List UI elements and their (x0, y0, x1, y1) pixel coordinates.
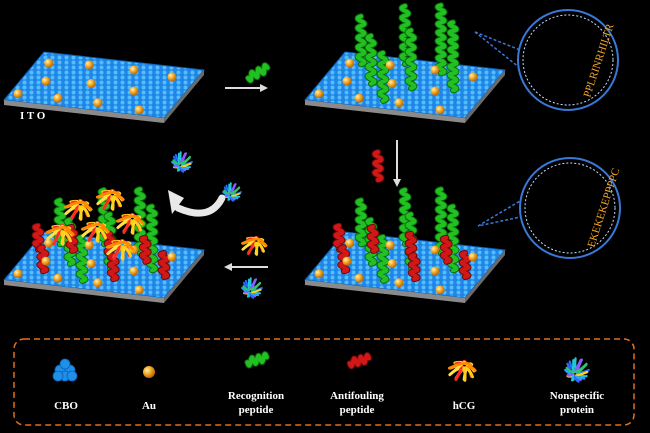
au-nanoparticle (468, 72, 478, 82)
au-nanoparticle (468, 252, 478, 262)
au-icon (143, 366, 155, 378)
legend-label-hcg: hCG (453, 400, 476, 412)
au-nanoparticle (93, 98, 103, 108)
hcg-protein (105, 238, 135, 261)
au-nanoparticle (314, 89, 324, 99)
au-nanoparticle (41, 76, 51, 86)
antifouling-peptide (407, 252, 421, 283)
au-nanoparticle (129, 65, 139, 75)
antifouling-peptide (157, 250, 171, 280)
au-nanoparticle (314, 269, 324, 279)
antifouling-peptide-icon (346, 352, 372, 370)
au-nanoparticle (13, 269, 23, 279)
cbo-icon (52, 358, 78, 382)
arrow-right (225, 84, 268, 92)
au-nanoparticle (44, 238, 54, 248)
nonspecific-protein (171, 151, 193, 173)
antifouling-peptide (366, 223, 380, 254)
recognition-peptide (434, 2, 448, 77)
recognition-peptide (354, 13, 368, 68)
recognition-peptide-icon (244, 351, 270, 369)
au-nanoparticle (44, 58, 54, 68)
au-nanoparticle (342, 256, 352, 266)
curved-arrow (168, 190, 226, 217)
free-antifouling-peptide (371, 149, 385, 183)
au-nanoparticle (430, 65, 440, 75)
legend-label-recognition-2: peptide (239, 404, 274, 416)
recognition-peptide (364, 32, 378, 87)
legend-label-cbo: CBO (54, 400, 78, 412)
au-nanoparticle (387, 259, 397, 269)
au-nanoparticle (435, 105, 445, 115)
arrow-left (224, 263, 268, 271)
au-nanoparticle (86, 259, 96, 269)
legend-label-au: Au (142, 400, 156, 412)
au-nanoparticle (53, 273, 63, 283)
au-nanoparticle (84, 240, 94, 250)
au-nanoparticle (129, 86, 139, 96)
au-nanoparticle (394, 98, 404, 108)
legend-box (13, 338, 635, 426)
free-recognition-peptide (245, 62, 271, 84)
callout-antifouling (477, 157, 621, 259)
au-nanoparticle (354, 93, 364, 103)
au-nanoparticle (345, 58, 355, 68)
hcg-protein (80, 220, 110, 243)
recognition-peptide (75, 233, 89, 284)
au-nanoparticle (53, 93, 63, 103)
au-nanoparticle (435, 285, 445, 295)
hcg-protein (95, 188, 125, 211)
au-nanoparticle (129, 266, 139, 276)
recognition-peptide (398, 3, 412, 67)
hcg-protein (63, 198, 93, 221)
au-nanoparticle (430, 86, 440, 96)
nonspecific-protein (241, 277, 263, 299)
legend-label-antifouling: Antifouling (330, 390, 384, 402)
au-nanoparticle (385, 240, 395, 250)
recognition-peptide (376, 49, 390, 104)
arrow-down (393, 140, 401, 187)
au-nanoparticle (387, 79, 397, 89)
au-nanoparticle (134, 105, 144, 115)
legend-label-nonspecific-2: protein (560, 404, 594, 416)
legend-label-nonspecific: Nonspecific (550, 390, 605, 402)
au-nanoparticle (345, 238, 355, 248)
au-nanoparticle (41, 256, 51, 266)
au-nanoparticle (167, 252, 177, 262)
antifouling-peptide (65, 223, 79, 254)
recognition-peptide (446, 19, 460, 94)
recognition-peptide (376, 233, 390, 284)
au-nanoparticle (430, 245, 440, 255)
nonspecific-protein (222, 182, 242, 202)
hcg-protein (115, 212, 145, 235)
hcg-icon (447, 359, 477, 382)
au-nanoparticle (93, 278, 103, 288)
antifouling-peptide (458, 250, 472, 280)
au-nanoparticle (354, 273, 364, 283)
au-nanoparticle (13, 89, 23, 99)
ito-label: I T O (20, 110, 46, 122)
callout-recognition (474, 9, 619, 111)
au-nanoparticle (342, 76, 352, 86)
electrode-bare (3, 51, 205, 123)
recognition-peptide (354, 197, 368, 248)
recognition-peptide (145, 203, 159, 274)
recognition-peptide (446, 203, 460, 274)
au-nanoparticle (84, 60, 94, 70)
hcg-protein (45, 223, 75, 246)
au-nanoparticle (385, 60, 395, 70)
nonspecific-protein-icon (564, 357, 590, 383)
antifouling-peptide (138, 234, 152, 265)
au-nanoparticle (86, 79, 96, 89)
au-nanoparticle (430, 266, 440, 276)
au-nanoparticle (134, 285, 144, 295)
au-nanoparticle (167, 72, 177, 82)
legend-label-antifouling-2: peptide (340, 404, 375, 416)
legend-label-recognition: Recognition (228, 390, 284, 402)
hcg-protein (241, 235, 268, 256)
au-nanoparticle (394, 278, 404, 288)
recognition-peptide (404, 27, 418, 92)
antifouling-peptide (439, 234, 453, 265)
